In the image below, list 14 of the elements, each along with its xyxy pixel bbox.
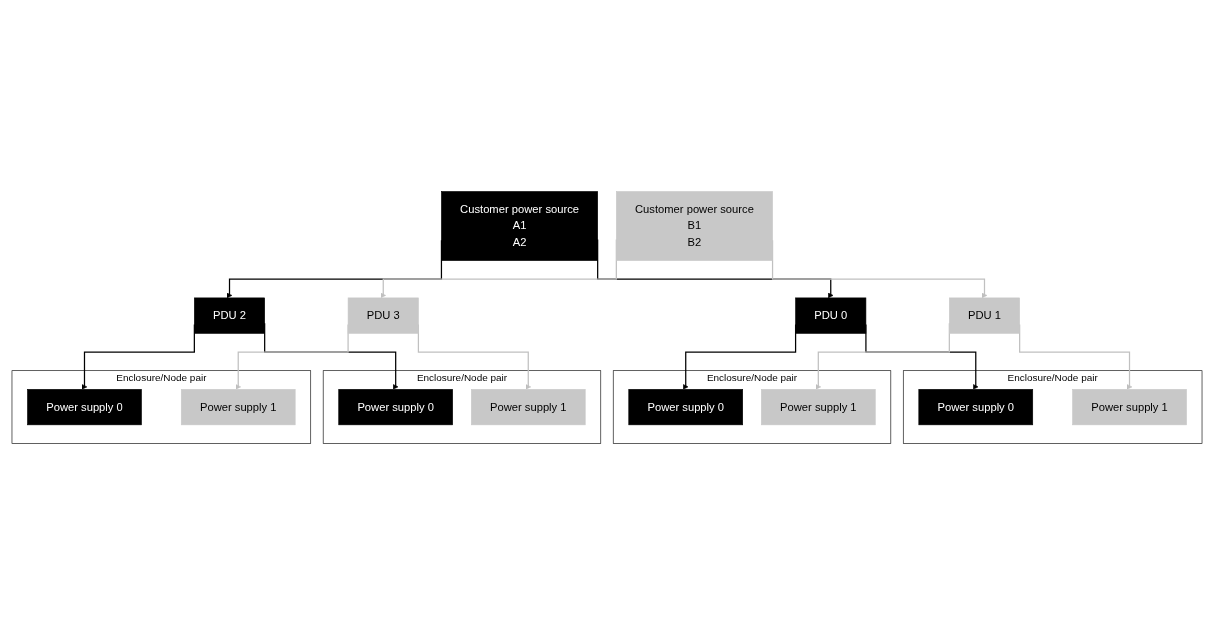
node-box: PDU 2	[193, 297, 265, 334]
node-box: Power supply 0	[918, 388, 1033, 425]
node-box: Power supply 0	[26, 388, 142, 425]
node-box: Power supply 1	[470, 388, 586, 425]
node-box: Customer power source B1 B2	[615, 190, 773, 261]
node-box: PDU 3	[347, 297, 419, 334]
node-box: PDU 1	[948, 297, 1020, 334]
node-box: PDU 0	[794, 297, 866, 334]
node-box: Power supply 1	[180, 388, 295, 425]
node-box: Power supply 0	[627, 388, 743, 425]
node-box: Power supply 0	[337, 388, 453, 425]
node-box: Power supply 1	[1071, 388, 1187, 425]
node-box: Power supply 1	[760, 388, 876, 425]
node-box: Customer power source A1 A2	[440, 190, 598, 261]
